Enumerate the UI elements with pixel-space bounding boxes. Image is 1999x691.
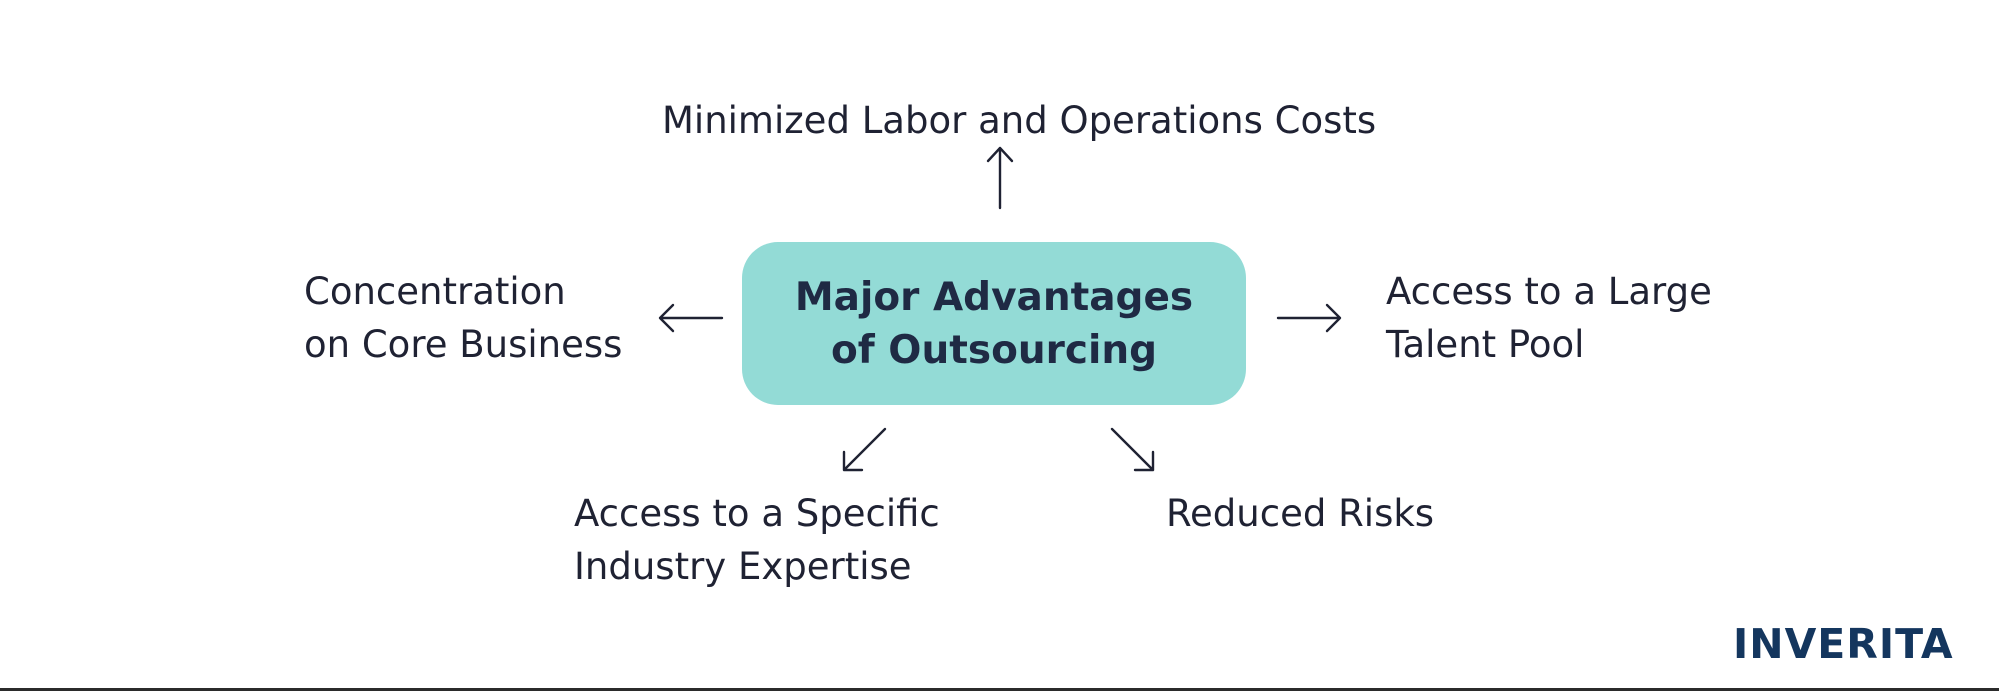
label-bottom-left-line-1: Access to a Specific — [574, 492, 940, 535]
bottom-divider — [0, 688, 1999, 691]
label-bottom-left-line-2: Industry Expertise — [574, 545, 912, 588]
label-right: Access to a Large Talent Pool — [1386, 265, 1712, 371]
label-right-line-1: Access to a Large — [1386, 270, 1712, 313]
label-top: Minimized Labor and Operations Costs — [662, 94, 1376, 147]
label-left-line-1: Concentration — [304, 270, 566, 313]
arrow-down-left-icon — [842, 427, 887, 472]
center-title-line-1: Major Advantages — [794, 274, 1194, 320]
arrow-left-icon — [658, 303, 724, 333]
label-bottom-right-text: Reduced Risks — [1166, 492, 1435, 535]
label-left-line-2: on Core Business — [304, 323, 623, 366]
center-title-line-2: of Outsourcing — [830, 327, 1158, 373]
center-box: Major Advantages of Outsourcing — [742, 242, 1246, 405]
arrow-up-icon — [986, 146, 1014, 210]
label-left: Concentration on Core Business — [304, 265, 622, 371]
label-right-line-2: Talent Pool — [1386, 323, 1585, 366]
label-bottom-left: Access to a Specific Industry Expertise — [574, 487, 940, 593]
arrow-right-icon — [1276, 303, 1342, 333]
label-bottom-right: Reduced Risks — [1166, 487, 1434, 540]
arrow-down-right-icon — [1110, 427, 1155, 472]
inverita-logo: INVERITA — [1733, 620, 1954, 668]
label-top-text: Minimized Labor and Operations Costs — [662, 99, 1377, 142]
